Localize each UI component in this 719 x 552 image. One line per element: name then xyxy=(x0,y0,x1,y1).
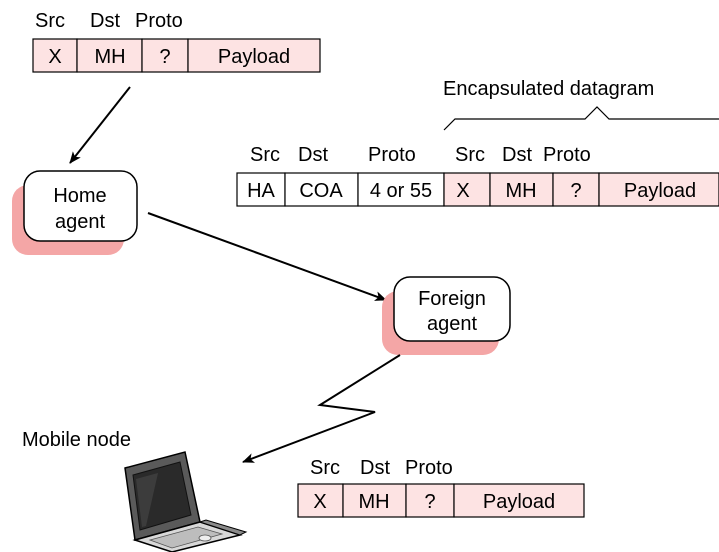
encapsulated-brace xyxy=(443,106,719,131)
original-proto-cell xyxy=(141,38,189,73)
outer-src-value: HA xyxy=(247,180,275,202)
original-packet: Src Dst Proto X MH ? Payload xyxy=(32,10,321,73)
original-proto-value: ? xyxy=(159,46,170,68)
delivered-packet: Src Dst Proto X MH ? Payload xyxy=(297,457,585,518)
delivered-src-value: X xyxy=(313,491,326,513)
inner-payload-value: Payload xyxy=(624,180,696,202)
original-proto-header: Proto xyxy=(135,10,183,32)
arrow-to-home-agent xyxy=(69,86,131,164)
home-agent-label-line1: Home xyxy=(53,185,106,207)
inner-src-cell xyxy=(443,172,491,207)
mobile-node-label: Mobile node xyxy=(22,429,131,451)
original-dst-value: MH xyxy=(94,46,125,68)
delivered-dst-header: Dst xyxy=(360,457,390,479)
outer-proto-cell xyxy=(357,172,445,207)
foreign-agent-label-line2: agent xyxy=(427,313,477,335)
foreign-agent: Foreign agent xyxy=(382,276,511,355)
delivered-proto-cell xyxy=(405,483,455,518)
original-src-header: Src xyxy=(35,10,65,32)
outer-proto-value: 4 or 55 xyxy=(370,180,432,202)
home-agent-box xyxy=(23,170,138,242)
outer-dst-header: Dst xyxy=(298,144,328,166)
original-payload-value: Payload xyxy=(218,46,290,68)
original-dst-cell xyxy=(76,38,143,73)
original-src-value: X xyxy=(48,46,61,68)
delivered-proto-header: Proto xyxy=(405,457,453,479)
inner-dst-value: MH xyxy=(505,180,536,202)
inner-dst-header: Dst xyxy=(502,144,532,166)
delivered-payload-cell xyxy=(453,483,585,518)
inner-proto-value: ? xyxy=(570,180,581,202)
outer-src-header: Src xyxy=(250,144,280,166)
delivered-src-header: Src xyxy=(310,457,340,479)
delivered-dst-cell xyxy=(342,483,407,518)
lightning-zigzag-icon xyxy=(242,354,401,463)
home-agent: Home agent xyxy=(12,170,138,255)
inner-src-header: Src xyxy=(455,144,485,166)
arrow-to-foreign-agent xyxy=(147,212,387,301)
original-payload-cell xyxy=(187,38,321,73)
delivered-dst-value: MH xyxy=(358,491,389,513)
home-agent-label-line2: agent xyxy=(55,211,105,233)
outer-src-cell xyxy=(236,172,286,207)
outer-dst-cell xyxy=(284,172,359,207)
laptop-icon xyxy=(124,451,248,552)
inner-src-value: X xyxy=(456,180,469,202)
inner-payload-cell xyxy=(598,172,719,207)
foreign-agent-label-line1: Foreign xyxy=(418,288,486,310)
foreign-agent-box xyxy=(393,276,511,342)
inner-proto-cell xyxy=(552,172,600,207)
outer-proto-header: Proto xyxy=(368,144,416,166)
encapsulated-label: Encapsulated datagram xyxy=(443,78,654,100)
inner-proto-header: Proto xyxy=(543,144,591,166)
delivered-src-cell xyxy=(297,483,344,518)
original-dst-header: Dst xyxy=(90,10,120,32)
original-src-cell xyxy=(32,38,78,73)
encapsulated-packet: Encapsulated datagram Src Dst Proto Src … xyxy=(236,78,719,207)
delivered-proto-value: ? xyxy=(424,491,435,513)
delivered-payload-value: Payload xyxy=(483,491,555,513)
outer-dst-value: COA xyxy=(299,180,343,202)
